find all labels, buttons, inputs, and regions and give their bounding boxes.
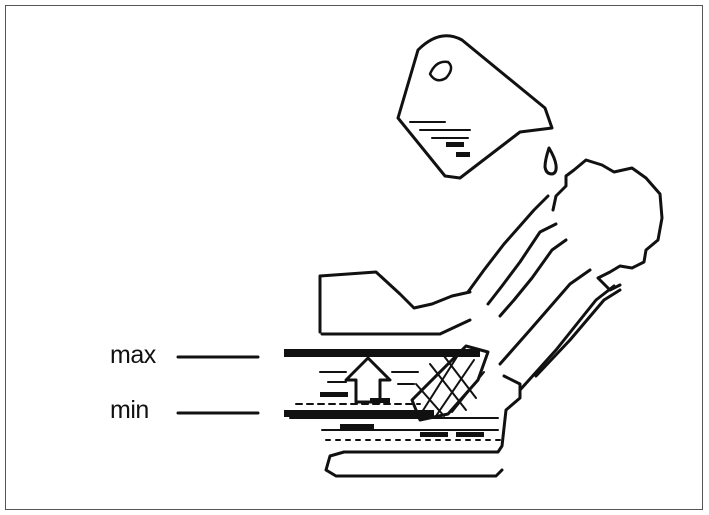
up-arrow-icon bbox=[344, 356, 392, 404]
min-level-label: min bbox=[110, 396, 149, 424]
fill-nozzle bbox=[410, 344, 490, 422]
water-drop-icon bbox=[543, 146, 558, 176]
water-tank bbox=[284, 349, 522, 478]
max-level-label: max bbox=[110, 341, 156, 369]
hand-icon bbox=[466, 158, 664, 392]
housing-body bbox=[318, 270, 472, 334]
jug-icon bbox=[396, 34, 554, 180]
